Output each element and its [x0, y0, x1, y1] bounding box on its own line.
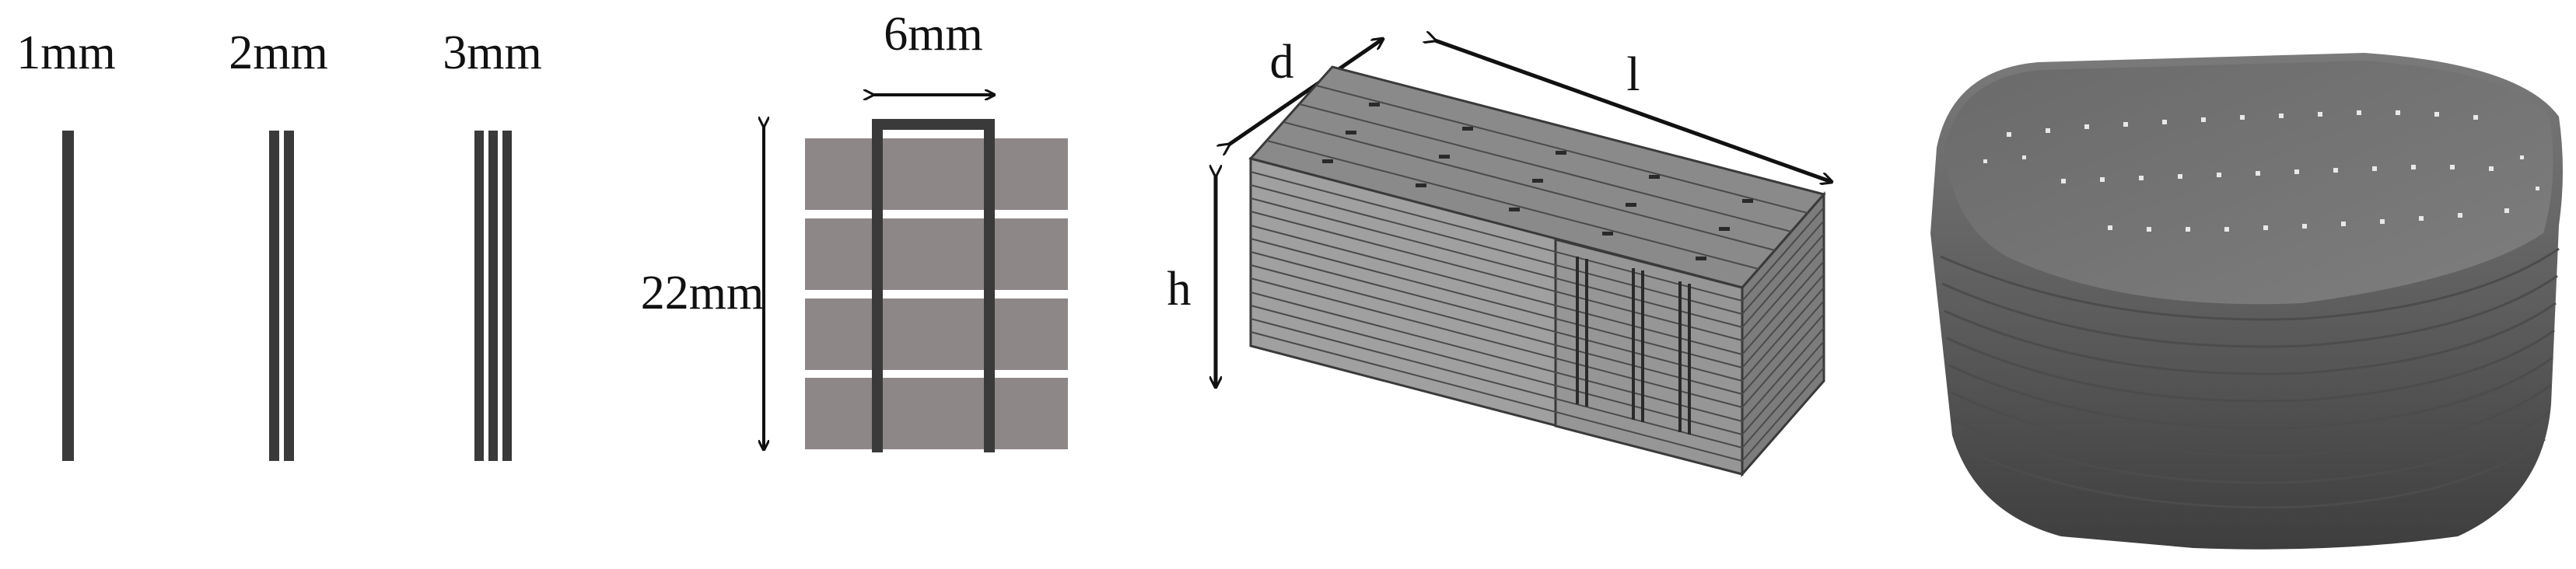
wire-2mm: [269, 131, 294, 461]
specimen-photo: [1930, 53, 2563, 550]
embedded-wires: [1576, 257, 1691, 435]
wire-label-1mm: 1mm: [16, 26, 115, 79]
width-label: 6mm: [884, 8, 982, 61]
specimen-figure: d l h: [1167, 0, 1867, 477]
wire-thickness-panel: 1mm 2mm 3mm: [0, 0, 591, 569]
wire-label-2mm: 2mm: [229, 26, 327, 79]
length-label: l: [1626, 48, 1640, 101]
specimen-photo-panel: [1867, 0, 2576, 569]
depth-arrow: [1229, 39, 1383, 145]
layer-blocks: [805, 138, 1068, 449]
layer-block: [805, 138, 1068, 210]
block-top: [1944, 61, 2553, 305]
wire-thickness-figure: 1mm 2mm 3mm: [16, 26, 542, 461]
stirrup-wire: [872, 119, 995, 452]
specimen-panel: d l h: [1089, 0, 1867, 569]
layer-block: [805, 298, 1068, 370]
top-wire-marks: [1322, 103, 1753, 260]
wire-3mm: [474, 131, 512, 461]
end-layer-lines: [1741, 207, 1825, 462]
height-label-h: h: [1167, 263, 1192, 316]
cross-section-panel: 6mm 22mm: [591, 0, 1089, 569]
cross-section-figure: 6mm 22mm: [641, 8, 1068, 452]
top-filament-lines: [1266, 85, 1808, 270]
layer-block: [805, 378, 1068, 449]
specimen-block: [1248, 65, 1826, 477]
height-label: 22mm: [641, 267, 764, 319]
side-layer-lines: [1940, 247, 2560, 509]
printed-block: [1930, 53, 2563, 550]
layer-lines: [1250, 171, 1743, 462]
depth-label: d: [1270, 36, 1294, 89]
length-arrow: [1435, 40, 1832, 182]
wire-label-3mm: 3mm: [443, 26, 541, 79]
layer-block: [805, 218, 1068, 290]
wire-ends: [1983, 110, 2539, 232]
wire-1mm: [62, 131, 74, 461]
